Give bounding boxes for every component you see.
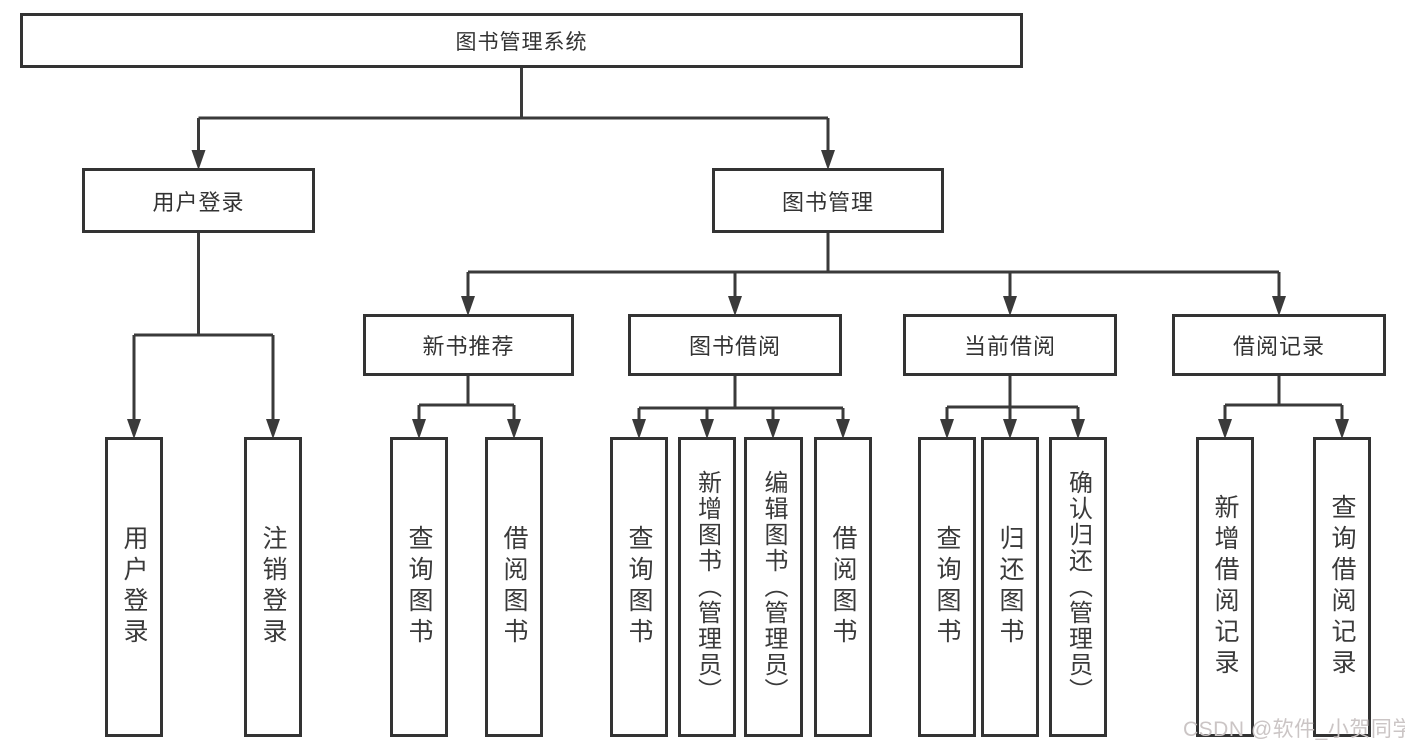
node-new-book-recommend: 新书推荐: [363, 314, 574, 376]
watermark: CSDN @软件_小贺同学: [1183, 718, 1405, 741]
arrow-icon: [507, 419, 521, 439]
arrow-icon: [1003, 419, 1017, 439]
node-record-query-record: 查询借阅记录: [1313, 437, 1371, 737]
arrow-icon: [461, 296, 475, 316]
node-label: 归还图书: [996, 525, 1024, 649]
arrow-icon: [412, 419, 426, 439]
node-book-management: 图书管理: [712, 168, 944, 233]
arrow-icon: [728, 296, 742, 316]
node-label: 用户登录: [152, 189, 245, 215]
node-borrow-record: 借阅记录: [1172, 314, 1386, 376]
arrow-icon: [766, 419, 780, 439]
connector-root-to-level2: [197, 68, 830, 153]
node-borrow-borrow-book: 借阅图书: [814, 437, 872, 737]
connector-book-borrow-branch: [637, 376, 845, 422]
node-label: 查询图书: [405, 525, 433, 649]
node-book-borrow: 图书借阅: [628, 314, 842, 376]
node-label: 新增图书（管理员）: [693, 470, 721, 704]
arrow-icon: [191, 150, 206, 170]
node-label: 借阅图书: [500, 525, 528, 649]
arrow-icon: [940, 419, 954, 439]
node-current-return-book: 归还图书: [981, 437, 1039, 737]
node-user-login: 用户登录: [82, 168, 315, 233]
connector-current-borrow-branch: [945, 376, 1080, 422]
node-borrow-add-book-admin: 新增图书（管理员）: [678, 437, 736, 737]
arrow-icon: [1335, 419, 1349, 439]
node-label: 编辑图书（管理员）: [760, 470, 787, 704]
node-current-query-book: 查询图书: [918, 437, 976, 737]
node-label: 查询借阅记录: [1328, 494, 1356, 680]
connector-new-book-branch: [417, 376, 516, 422]
arrow-icon: [836, 419, 850, 439]
connector-borrow-record-branch: [1223, 376, 1344, 422]
connector-user-login-branch: [132, 233, 275, 422]
node-label: 用户登录: [120, 525, 148, 649]
node-label: 查询图书: [625, 525, 653, 649]
connector-book-management-branch: [466, 233, 1281, 299]
node-label: 确认归还（管理员）: [1064, 470, 1092, 704]
arrow-icon: [127, 419, 141, 439]
node-label: 图书借阅: [688, 334, 781, 359]
node-borrow-edit-book-admin: 编辑图书（管理员）: [744, 437, 803, 737]
node-label: 查询图书: [933, 525, 961, 649]
node-root: 图书管理系统: [20, 13, 1023, 68]
arrow-icon: [821, 150, 835, 170]
node-label: 注销登录: [259, 525, 287, 649]
node-logout-leaf: 注销登录: [244, 437, 302, 737]
node-label: 借阅记录: [1232, 334, 1325, 359]
node-recommend-query-book: 查询图书: [390, 437, 448, 737]
arrow-icon: [1071, 419, 1085, 439]
node-login-leaf: 用户登录: [105, 437, 163, 737]
node-record-add-record: 新增借阅记录: [1196, 437, 1254, 737]
arrow-icon: [1218, 419, 1232, 439]
node-label: 图书管理系统: [455, 30, 588, 54]
arrow-icon: [632, 419, 646, 439]
node-label: 当前借阅: [963, 334, 1056, 359]
node-label: 借阅图书: [829, 525, 857, 649]
arrow-icon: [700, 419, 714, 439]
arrow-icon: [266, 419, 280, 439]
node-current-confirm-return-admin: 确认归还（管理员）: [1049, 437, 1107, 737]
node-current-borrow: 当前借阅: [903, 314, 1117, 376]
node-label: 新增借阅记录: [1211, 494, 1239, 680]
arrow-icon: [1003, 296, 1017, 316]
arrow-icon: [1272, 296, 1286, 316]
node-label: 图书管理: [781, 189, 874, 215]
node-label: 新书推荐: [422, 334, 515, 359]
node-borrow-query-book: 查询图书: [610, 437, 668, 737]
node-recommend-borrow-book: 借阅图书: [485, 437, 543, 737]
